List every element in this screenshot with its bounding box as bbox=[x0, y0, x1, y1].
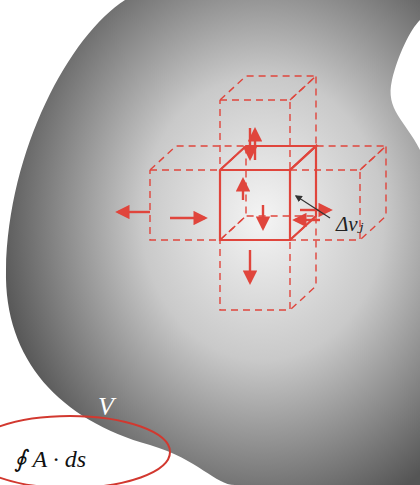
neighbor-cell bbox=[150, 170, 220, 240]
element-label: Δvⱼ bbox=[336, 212, 363, 237]
flux-arrow bbox=[300, 209, 330, 211]
flux-arrow bbox=[295, 219, 320, 221]
cell-edge bbox=[220, 170, 290, 240]
flux-arrow bbox=[118, 211, 150, 213]
flux-arrow bbox=[249, 250, 251, 282]
neighbor-cell bbox=[360, 146, 386, 240]
neighbor-cell bbox=[290, 76, 316, 170]
cell-edge bbox=[290, 146, 316, 240]
volume-element bbox=[118, 76, 386, 310]
volume-region bbox=[6, 0, 420, 485]
volume-label: V bbox=[98, 392, 114, 422]
flux-arrow bbox=[170, 217, 205, 219]
neighbor-cell bbox=[220, 146, 246, 240]
flux-arrow bbox=[262, 205, 264, 228]
neighbor-cell bbox=[290, 216, 316, 310]
surface-integral: ∮ A · ds bbox=[14, 445, 86, 473]
leader-line bbox=[296, 196, 330, 218]
neighbor-cell bbox=[220, 76, 316, 100]
flux-arrow bbox=[254, 130, 256, 160]
flux-arrow bbox=[242, 180, 244, 200]
neighbor-cell bbox=[220, 240, 290, 310]
formula-circle bbox=[0, 416, 170, 485]
flux-arrow bbox=[249, 128, 251, 158]
